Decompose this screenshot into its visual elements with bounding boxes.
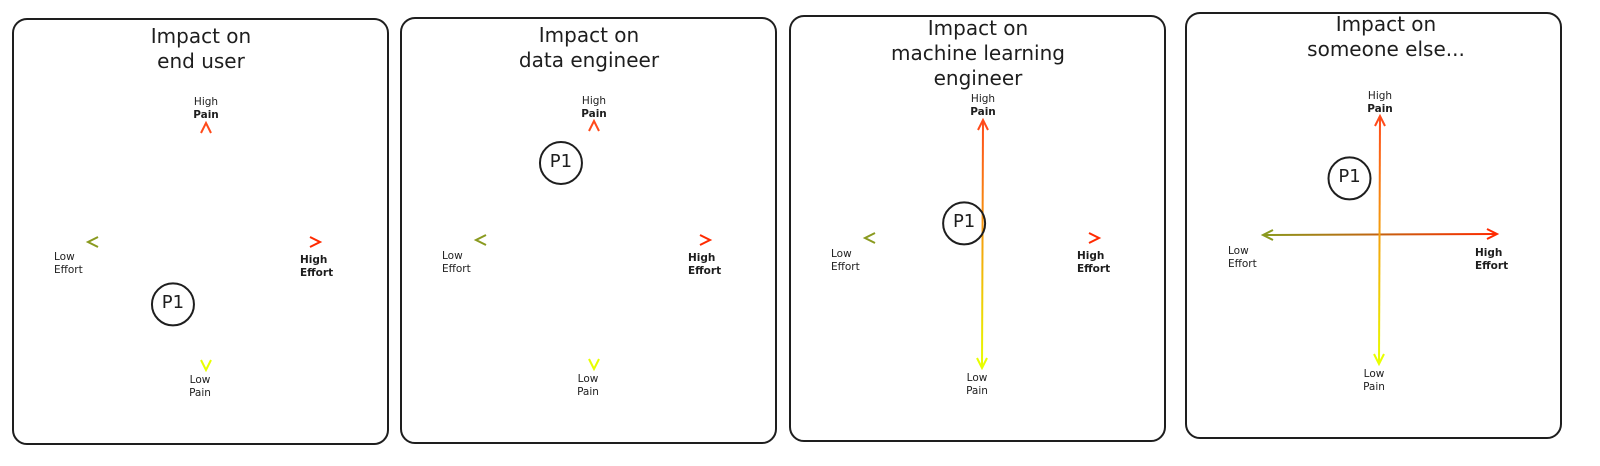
frame-border: [400, 17, 777, 444]
y-axis: [976, 117, 989, 371]
frame-border: [789, 15, 1166, 442]
effort-text: Effort: [300, 267, 334, 279]
high-pain-label: High Pain: [564, 95, 624, 121]
high-text: High: [1475, 247, 1503, 259]
panel-ml-engineer: Impact on machine learning engineer High…: [789, 15, 1167, 443]
panel-title: Impact on machine learning engineer: [789, 16, 1167, 91]
high-text: High: [581, 95, 607, 107]
p1-marker-circle: [1327, 156, 1372, 201]
low-pain-label: Low Pain: [1344, 368, 1404, 394]
high-text: High: [970, 93, 996, 105]
p1-marker-circle: [942, 201, 987, 246]
panel-someone-else: Impact on someone else... High Pain Low …: [1185, 12, 1563, 440]
high-text: High: [688, 252, 716, 264]
low-pain-label: Low Pain: [947, 372, 1007, 398]
high-pain-label: High Pain: [176, 96, 236, 122]
title-line: end user: [157, 49, 245, 73]
high-effort-label: High Effort: [300, 254, 333, 280]
high-text: High: [1367, 90, 1393, 102]
effort-text: Effort: [1077, 263, 1111, 275]
high-text: High: [1077, 250, 1105, 262]
high-effort-label: High Effort: [1475, 247, 1508, 273]
low-text: Low: [577, 373, 599, 385]
title-line: Impact on: [538, 23, 640, 47]
high-text: High: [300, 254, 328, 266]
low-pain-label: Low Pain: [170, 374, 230, 400]
panel-data-engineer: Impact on data engineer High Pain Low Pa…: [400, 17, 778, 445]
low-effort-label: Low Effort: [54, 251, 83, 277]
pain-text: Pain: [189, 387, 211, 399]
y-axis: [588, 118, 600, 372]
low-text: Low: [1228, 245, 1249, 257]
high-effort-label: High Effort: [1077, 250, 1110, 276]
panel-frame: [1185, 12, 1562, 439]
high-pain-label: High Pain: [953, 93, 1013, 119]
pain-text: Pain: [1367, 103, 1393, 115]
low-text: Low: [442, 250, 463, 262]
high-pain-label: High Pain: [1350, 90, 1410, 116]
title-line: machine learning: [891, 41, 1065, 65]
effort-text: Effort: [688, 265, 722, 277]
low-text: Low: [1363, 368, 1385, 380]
low-text: Low: [54, 251, 75, 263]
low-effort-label: Low Effort: [442, 250, 471, 276]
panel-title: Impact on someone else...: [1185, 12, 1587, 62]
y-axis: [1373, 113, 1386, 367]
panel-frame: [12, 18, 389, 445]
title-line: engineer: [933, 66, 1023, 90]
high-effort-label: High Effort: [688, 252, 721, 278]
panel-end-user: Impact on end user High Pain Low Pain Lo…: [12, 18, 390, 446]
effort-text: Effort: [831, 261, 860, 273]
pain-text: Pain: [970, 106, 996, 118]
effort-text: Effort: [1228, 258, 1257, 270]
p1-label: P1: [952, 211, 976, 233]
panel-title: Impact on end user: [12, 24, 390, 74]
pain-text: Pain: [966, 385, 988, 397]
x-axis: [85, 236, 323, 248]
pain-text: Pain: [1363, 381, 1385, 393]
low-text: Low: [831, 248, 852, 260]
panel-frame: [400, 17, 777, 444]
title-line: Impact on: [927, 16, 1029, 40]
low-effort-label: Low Effort: [831, 248, 860, 274]
title-line: someone else...: [1307, 37, 1465, 61]
low-effort-label: Low Effort: [1228, 245, 1257, 271]
pain-text: Pain: [193, 109, 219, 121]
effort-text: Effort: [54, 264, 83, 276]
p1-label: P1: [1338, 166, 1361, 188]
high-text: High: [193, 96, 219, 108]
panel-frame: [789, 15, 1166, 442]
title-line: Impact on: [1335, 12, 1437, 36]
title-line: data engineer: [518, 48, 660, 72]
pain-text: Pain: [577, 386, 599, 398]
low-text: Low: [189, 374, 211, 386]
effort-text: Effort: [442, 263, 471, 275]
y-axis: [200, 120, 212, 373]
p1-marker-circle: [538, 141, 583, 185]
frame-border: [12, 18, 389, 445]
p1-label: P1: [161, 292, 185, 314]
p1-label: P1: [549, 151, 573, 172]
low-text: Low: [966, 372, 988, 384]
pain-text: Pain: [581, 108, 607, 120]
frame-border: [1185, 12, 1562, 439]
low-pain-label: Low Pain: [558, 373, 618, 399]
title-line: Impact on: [150, 24, 252, 48]
effort-text: Effort: [1475, 260, 1509, 272]
panel-title: Impact on data engineer: [400, 23, 778, 73]
p1-marker-circle: [150, 282, 195, 327]
